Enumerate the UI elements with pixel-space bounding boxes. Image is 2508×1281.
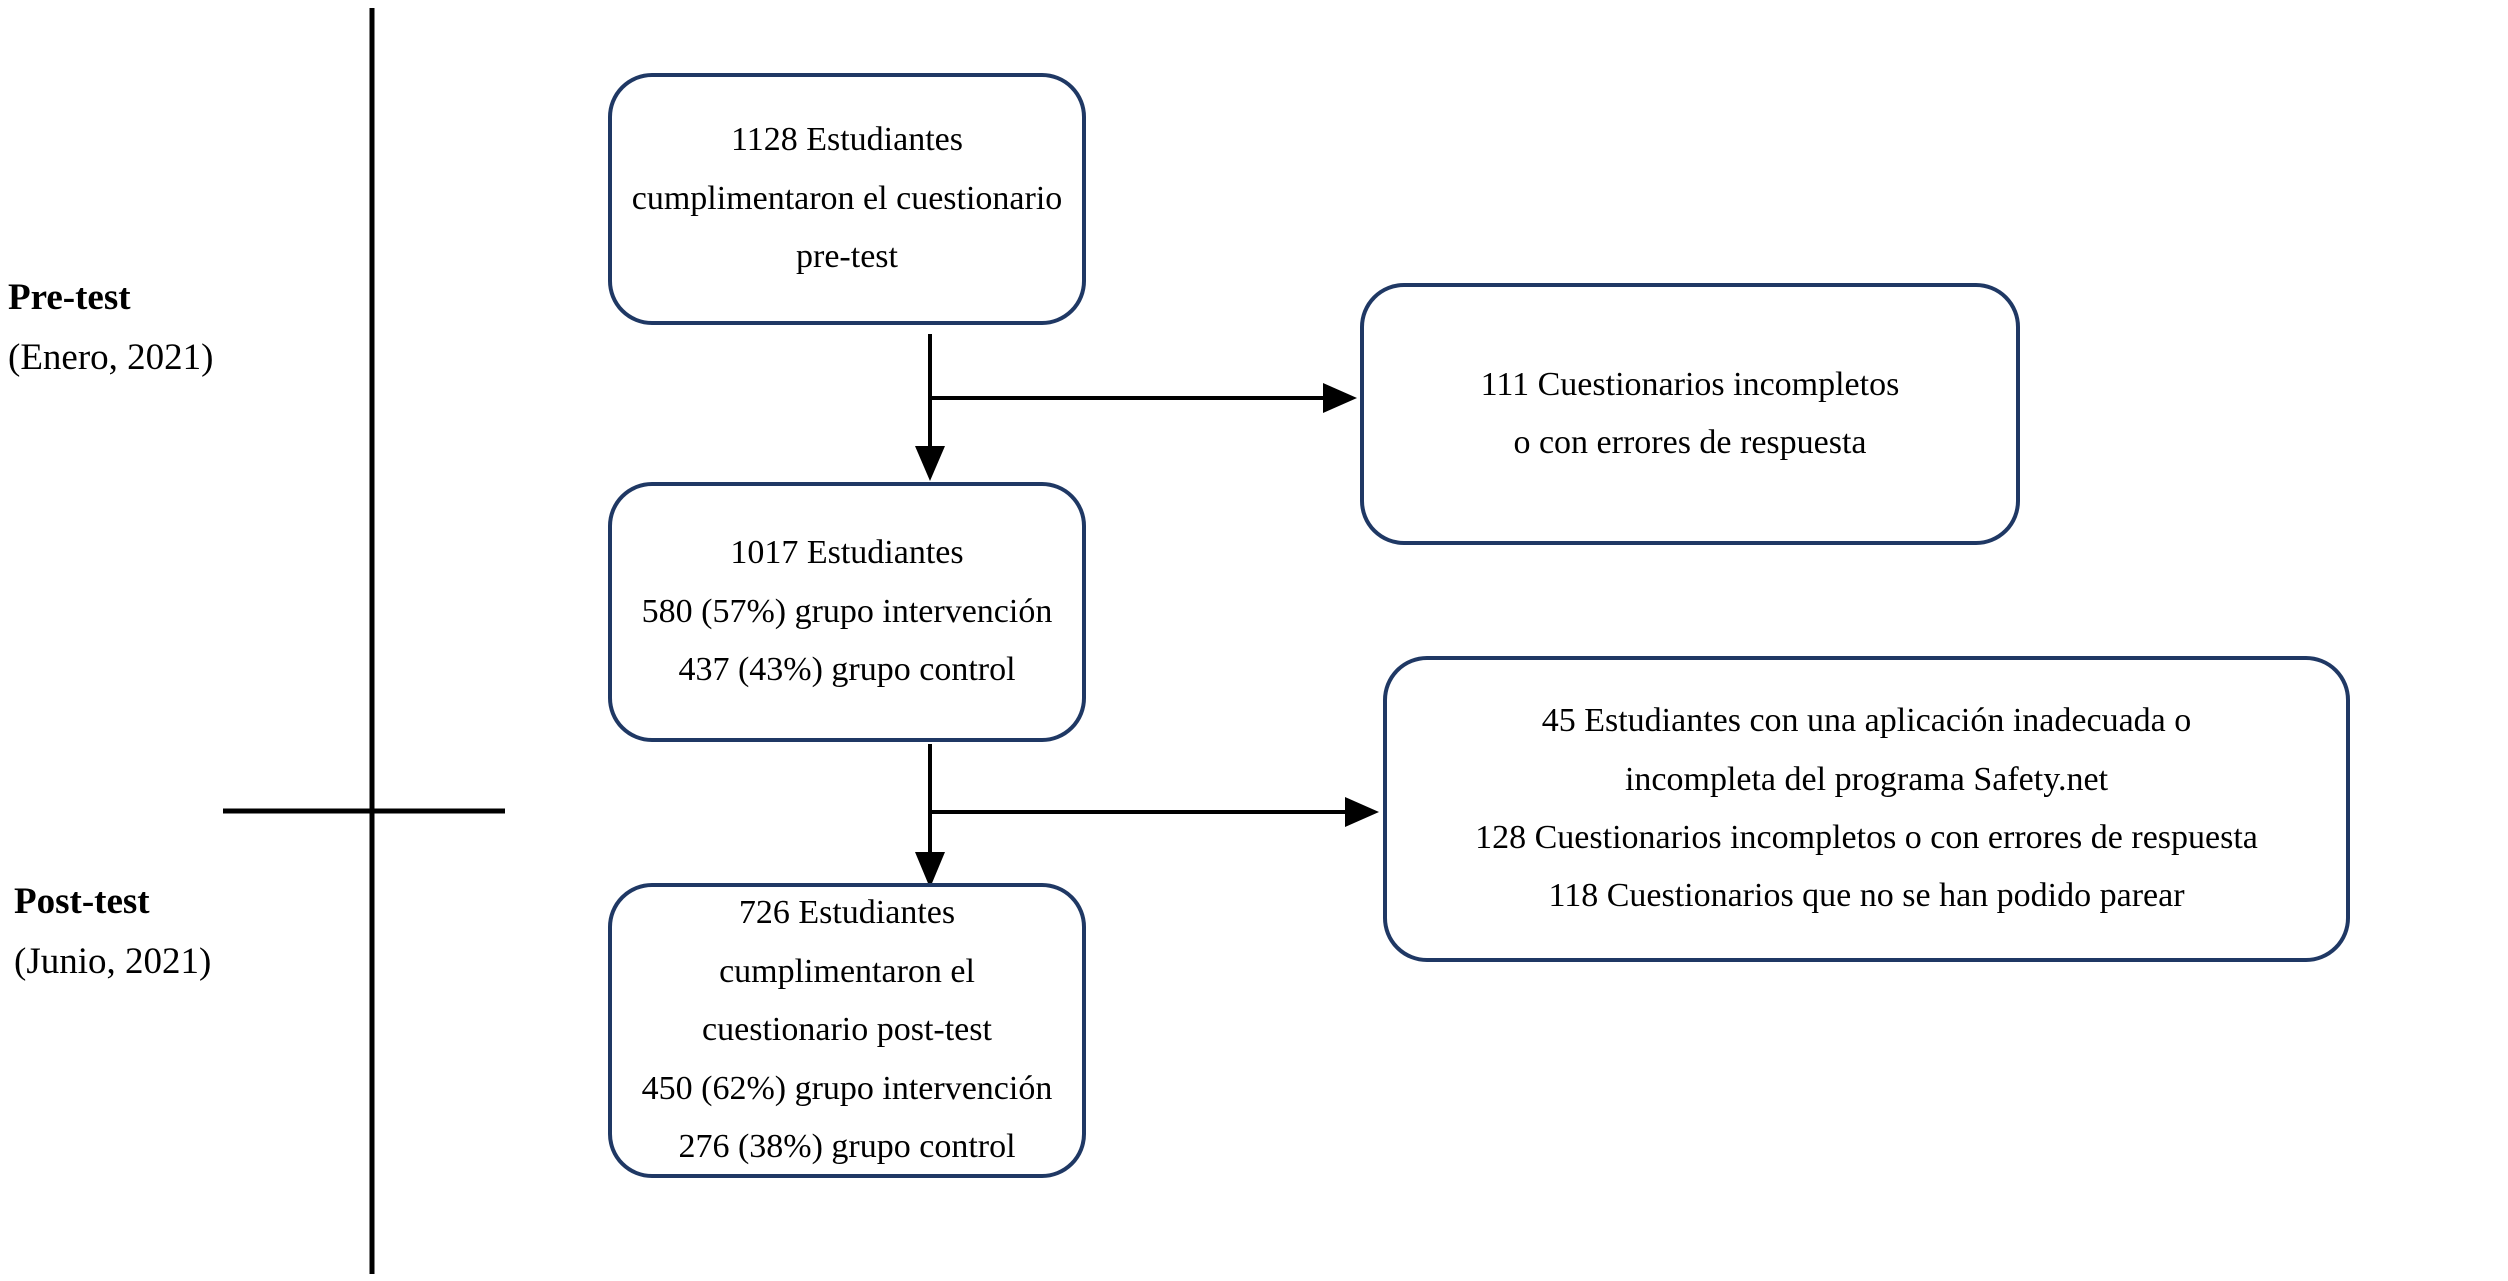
box-paired-sample: 1017 Estudiantes 580 (57%) grupo interve… [608,482,1086,742]
box-posttest-completed: 726 Estudiantes cumplimentaron el cuesti… [608,883,1086,1178]
box-text-line: 726 Estudiantes [738,894,956,932]
box-text-line: pre-test [796,238,898,276]
phase-title: Pre-test [8,277,131,318]
phase-date: (Enero, 2021) [8,336,214,378]
box-text-line: 128 Cuestionarios incompletos o con erro… [1475,819,2258,856]
arrow-down-icon [915,852,945,888]
arrow-down-icon [915,446,945,481]
box-text-line: cumplimentaron el [719,952,975,990]
box-text-line: 45 Estudiantes con una aplicación inadec… [1541,702,2192,740]
arrow-right-icon [1345,797,1379,827]
box-text-line: 437 (43%) grupo control [678,651,1016,689]
box-text-line: 1128 Estudiantes [731,121,963,159]
box-text-line: 276 (38%) grupo control [678,1128,1016,1166]
box-text-line: 111 Cuestionarios incompletos [1480,365,1900,403]
arrow-right-icon [1323,383,1357,413]
box-text-line: 1017 Estudiantes [730,534,964,572]
box-text-line: cuestionario post-test [702,1011,992,1049]
phase-title: Post-test [14,881,150,922]
box-text-line: 450 (62%) grupo intervención [641,1069,1053,1107]
box-text-line: o con errores de respuesta [1513,424,1867,461]
phase-label-pretest: Pre-test (Enero, 2021) [8,268,214,388]
box-pretest-completed: 1128 Estudiantes cumplimentaron el cuest… [608,73,1086,325]
box-text-line: cumplimentaron el cuestionario [631,179,1063,217]
box-text-line: 118 Cuestionarios que no se han podido p… [1548,877,2185,915]
box-excluded-posttest: 45 Estudiantes con una aplicación inadec… [1383,656,2350,962]
box-excluded-pretest: 111 Cuestionarios incompletos o con erro… [1360,283,2020,545]
phase-label-posttest: Post-test (Junio, 2021) [14,872,211,992]
phase-date: (Junio, 2021) [14,940,212,982]
box-text-line: incompleta del programa Safety.net [1624,760,2109,798]
box-text-line: 580 (57%) grupo intervención [641,592,1053,630]
